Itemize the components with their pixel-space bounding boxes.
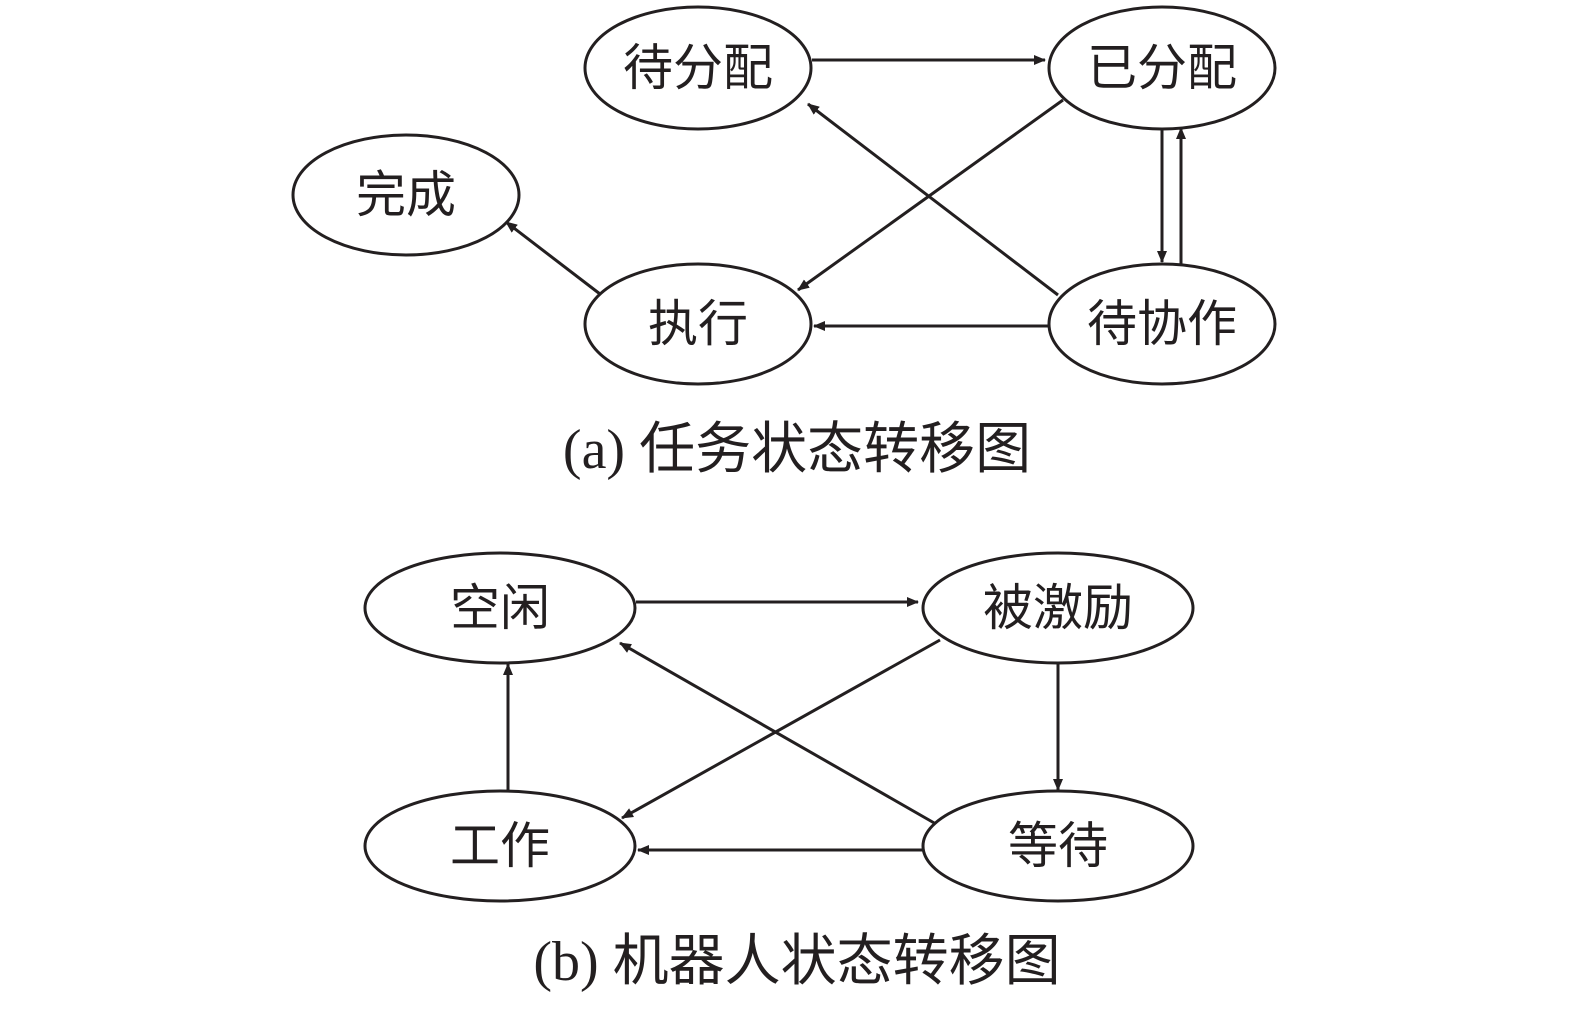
node-pending-collab: 待协作 xyxy=(1047,262,1277,386)
node-idle-label: 空闲 xyxy=(450,579,550,637)
node-pending-assign: 待分配 xyxy=(583,5,813,131)
node-activated-label: 被激励 xyxy=(983,579,1133,637)
node-done: 完成 xyxy=(291,133,521,257)
node-activated: 被激励 xyxy=(921,551,1195,665)
caption-b: (b) 机器人状态转移图 xyxy=(533,931,1060,993)
node-working-label: 工作 xyxy=(450,817,550,875)
node-assigned: 已分配 xyxy=(1047,5,1277,131)
node-done-label: 完成 xyxy=(356,166,456,224)
node-pending-collab-label: 待协作 xyxy=(1087,295,1237,353)
node-idle: 空闲 xyxy=(363,551,637,665)
node-assigned-label: 已分配 xyxy=(1087,39,1237,97)
node-executing: 执行 xyxy=(583,262,813,386)
edge-pending-collab-to-pending-assign xyxy=(807,102,1059,297)
node-waiting-label: 等待 xyxy=(1008,817,1108,875)
node-working: 工作 xyxy=(363,789,637,903)
node-executing-label: 执行 xyxy=(648,295,748,353)
edge-executing-to-done xyxy=(505,220,601,296)
edge-activated-to-working xyxy=(621,638,941,820)
edge-waiting-to-idle xyxy=(619,641,937,826)
node-waiting: 等待 xyxy=(921,789,1195,903)
edge-assigned-to-executing xyxy=(797,98,1064,292)
caption-a: (a) 任务状态转移图 xyxy=(563,419,1031,481)
task-state-diagram: 待分配 已分配 完成 执行 待协作 (a) 任务状态转移图 xyxy=(291,5,1277,481)
robot-state-diagram: 空闲 被激励 工作 等待 (b) 机器人状态转移图 xyxy=(363,551,1195,993)
node-pending-assign-label: 待分配 xyxy=(623,39,773,97)
